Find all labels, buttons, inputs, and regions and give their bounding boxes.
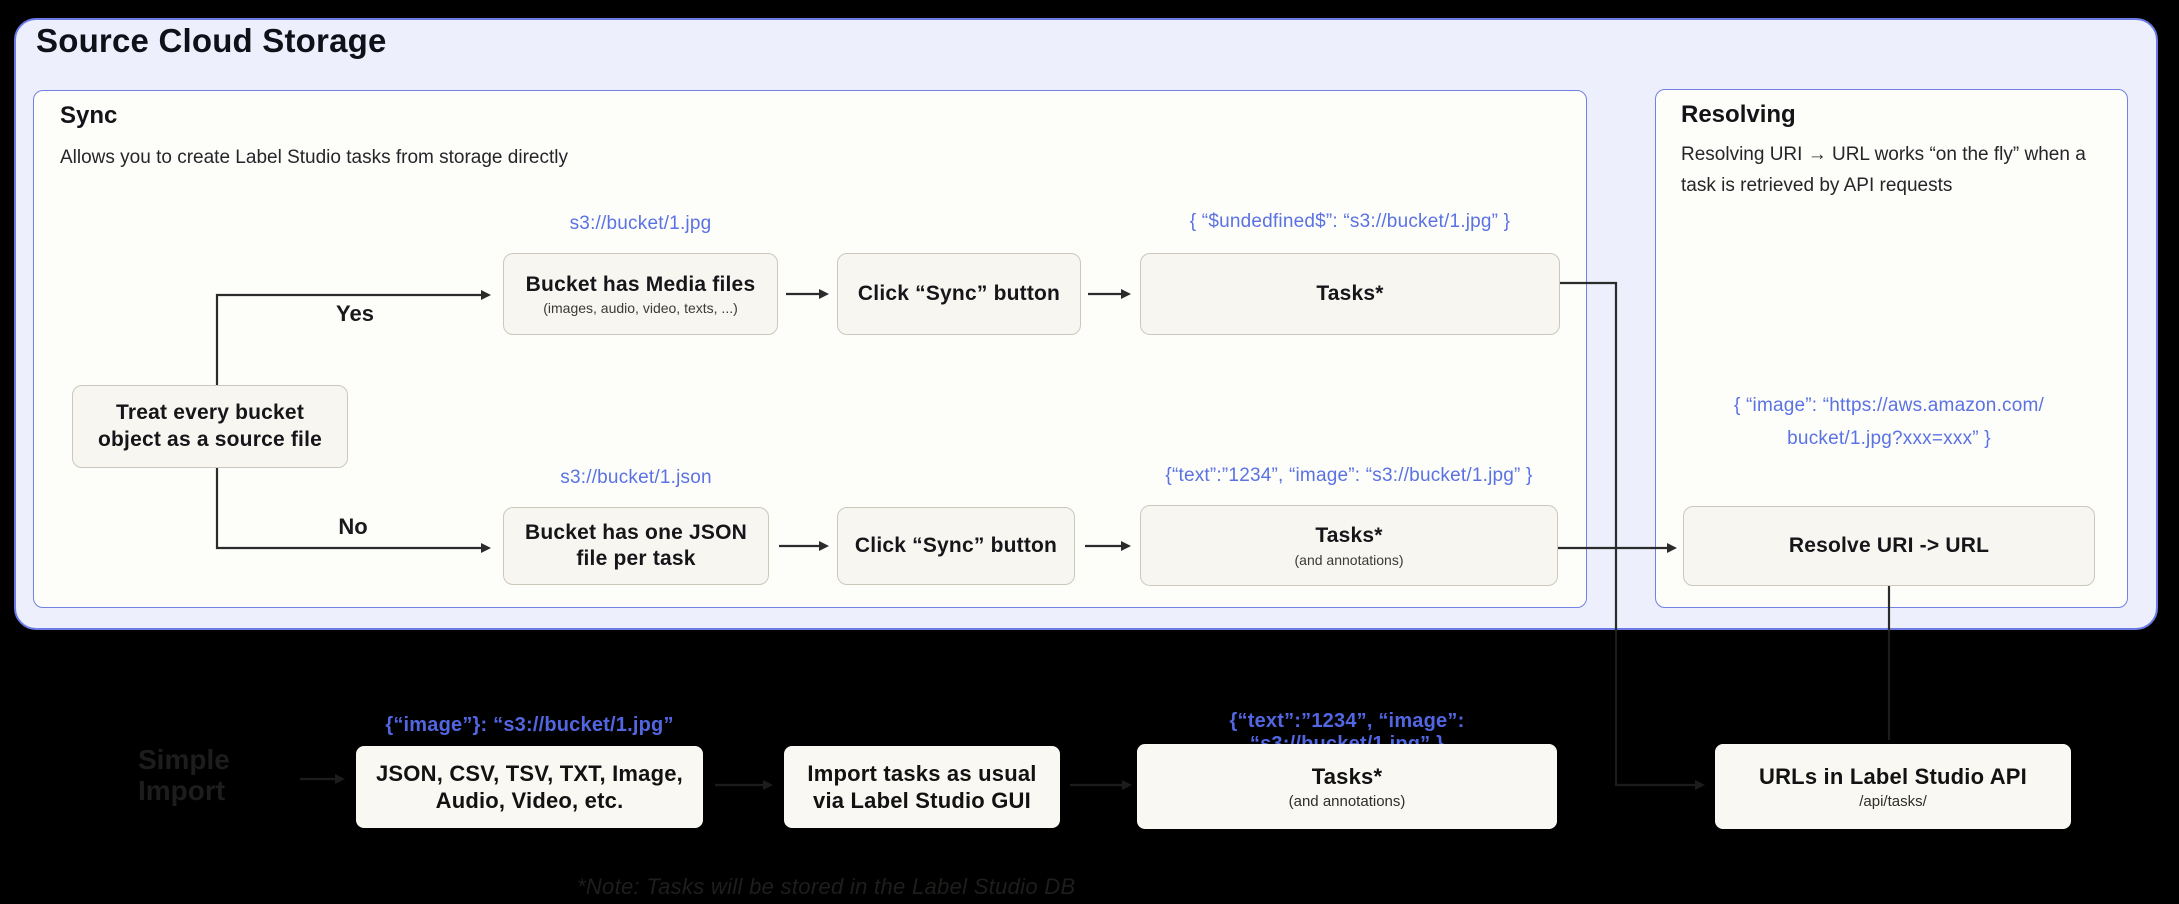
node-urls-in-api: URLs in Label Studio API /api/tasks/ xyxy=(1715,744,2071,829)
node-click-sync-media: Click “Sync” button xyxy=(837,253,1081,335)
node-bucket-media-files-subtitle: (images, audio, video, texts, ...) xyxy=(543,300,738,317)
node-bucket-one-json-title: Bucket has one JSON file per task xyxy=(524,520,748,570)
json-row-uri-label: s3://bucket/1.json xyxy=(560,467,712,488)
resolving-description: Resolving URI → URL works “on the fly” w… xyxy=(1681,144,2086,196)
node-treat-bucket-object-label: Treat every bucket object as a source fi… xyxy=(97,401,323,451)
node-click-sync-json: Click “Sync” button xyxy=(837,507,1075,585)
node-resolve-uri-url: Resolve URI -> URL xyxy=(1683,506,2095,586)
node-click-sync-json-title: Click “Sync” button xyxy=(854,533,1058,557)
simple-import-section-label: Simple Import xyxy=(138,744,230,807)
tasks-db-note: *Note: Tasks will be stored in the Label… xyxy=(577,874,1076,899)
node-tasks-annotations-title: Tasks* xyxy=(1315,524,1383,548)
node-tasks-media-title: Tasks* xyxy=(1316,281,1384,305)
node-resolve-uri-url-title: Resolve URI -> URL xyxy=(1788,533,1990,557)
node-file-formats-title: JSON, CSV, TSV, TXT, Image, Audio, Video… xyxy=(376,760,683,814)
node-bucket-media-files: Bucket has Media files (images, audio, v… xyxy=(503,253,778,335)
resolving-json-line1: { “image”: “https://aws.amazon.com/ xyxy=(1733,395,2045,416)
node-import-via-gui-title: Import tasks as usual via Label Studio G… xyxy=(807,760,1037,814)
tasks2-json-label: {“text”:”1234”, “image”: “s3://bucket/1.… xyxy=(1165,465,1533,486)
node-urls-in-api-subtitle: /api/tasks/ xyxy=(1859,792,1927,810)
sync-description: Allows you to create Label Studio tasks … xyxy=(60,147,568,168)
media-row-uri-label: s3://bucket/1.jpg xyxy=(569,213,712,234)
node-urls-in-api-title: URLs in Label Studio API xyxy=(1759,764,2027,790)
node-bottom-tasks-title: Tasks* xyxy=(1311,764,1383,790)
tasks1-to-api-ghost-elbow xyxy=(1614,631,1705,790)
node-tasks-annotations-subtitle: (and annotations) xyxy=(1294,551,1404,568)
node-bucket-media-files-title: Bucket has Media files xyxy=(525,272,756,296)
node-tasks-annotations: Tasks* (and annotations) xyxy=(1140,505,1558,586)
node-click-sync-media-title: Click “Sync” button xyxy=(857,281,1061,305)
formats-json-label: {“image”}: “s3://bucket/1.jpg” xyxy=(385,714,674,736)
tasks1-json-label: { “$undedfined$”: “s3://bucket/1.jpg” } xyxy=(1189,211,1511,232)
node-treat-bucket-object: Treat every bucket object as a source fi… xyxy=(72,385,348,468)
node-tasks-media: Tasks* xyxy=(1140,253,1560,335)
node-import-via-gui: Import tasks as usual via Label Studio G… xyxy=(784,746,1060,828)
resolving-json-line2: bucket/1.jpg?xxx=xxx” } xyxy=(1787,428,1991,449)
node-bottom-tasks: Tasks* (and annotations) xyxy=(1137,744,1557,829)
yes-label: Yes xyxy=(336,301,374,326)
no-label: No xyxy=(338,514,368,539)
sync-heading: Sync xyxy=(60,102,118,129)
node-bucket-one-json: Bucket has one JSON file per task xyxy=(503,507,769,585)
node-file-formats: JSON, CSV, TSV, TXT, Image, Audio, Video… xyxy=(356,746,703,828)
resolving-heading: Resolving xyxy=(1681,101,1796,128)
node-bottom-tasks-subtitle: (and annotations) xyxy=(1288,792,1406,810)
page-title: Source Cloud Storage xyxy=(36,22,387,59)
